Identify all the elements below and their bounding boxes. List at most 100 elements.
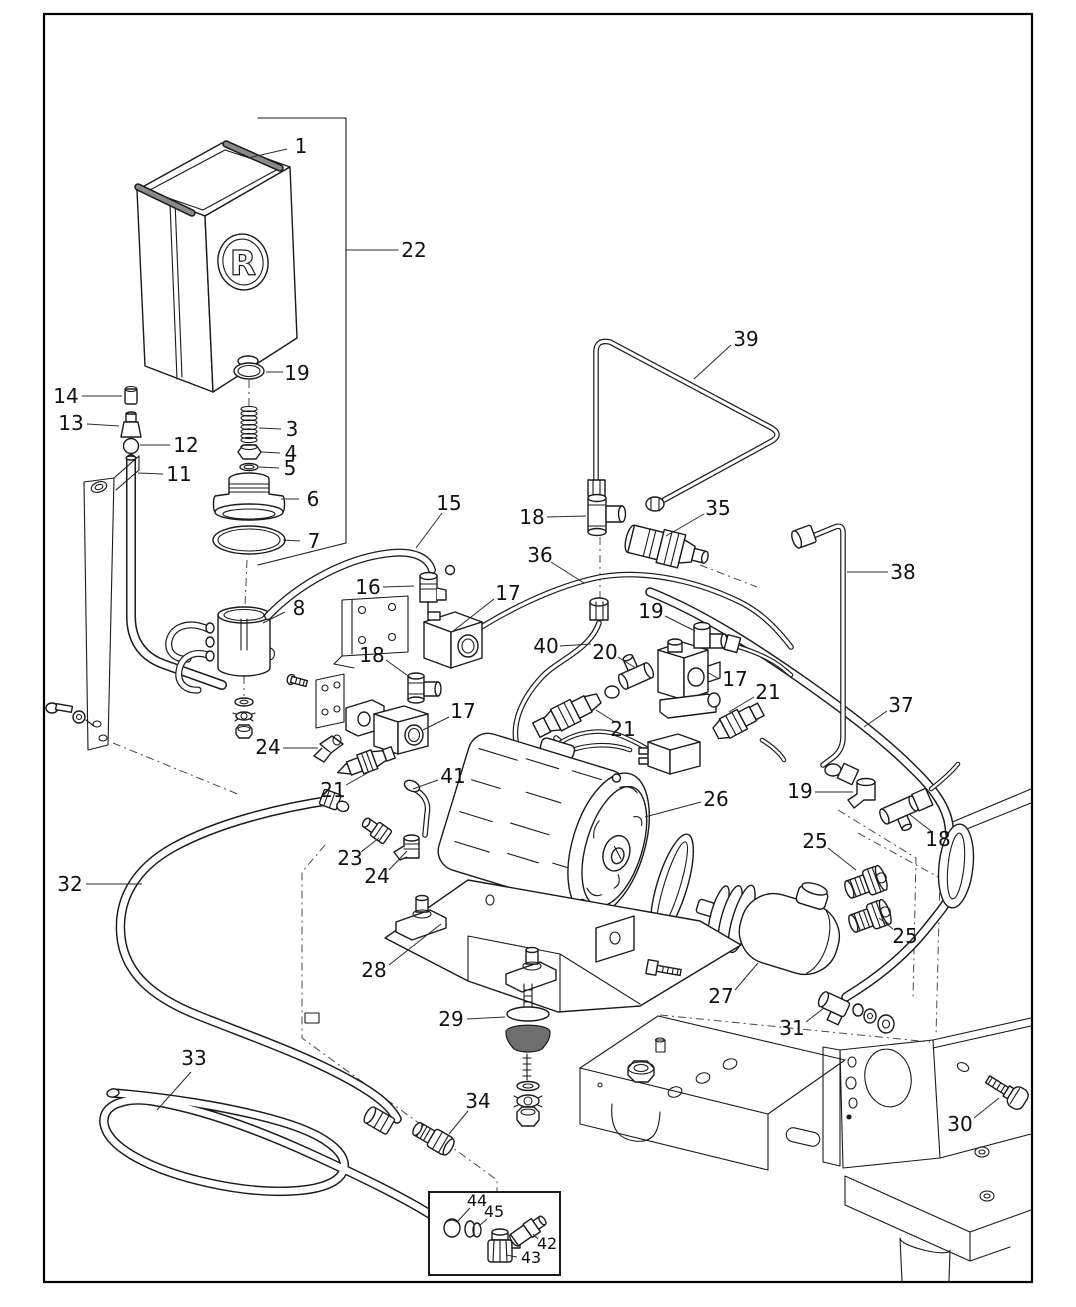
callout-number-15: 15 xyxy=(436,491,461,515)
callout-leader-41 xyxy=(412,779,439,790)
elbow-16 xyxy=(419,571,447,603)
callout-leader-8 xyxy=(262,611,286,624)
callout-number-35: 35 xyxy=(705,496,730,520)
callout-leader-21 xyxy=(595,709,616,723)
callout-leader-27 xyxy=(734,962,759,991)
callout-leader-24 xyxy=(388,850,408,871)
callout-number-32: 32 xyxy=(57,872,82,896)
t-fitting-18a xyxy=(587,493,627,537)
canister-washers xyxy=(232,697,256,739)
tank-handle-rail xyxy=(222,140,284,172)
callout-leader-40 xyxy=(559,643,592,647)
callout-leader-45 xyxy=(478,1218,488,1227)
solenoid-valve-17b xyxy=(657,638,721,719)
callout-leader-20 xyxy=(617,656,635,668)
callout-number-21: 21 xyxy=(610,717,635,741)
fitting-25a xyxy=(844,864,888,899)
elbow-24b xyxy=(393,834,420,861)
solenoid-valve-17c xyxy=(345,699,429,755)
callout-leader-23 xyxy=(360,837,380,853)
valve-bracket-17c xyxy=(315,673,345,729)
expansion-valve-35 xyxy=(624,524,709,569)
callout-leader-34 xyxy=(448,1110,469,1135)
solenoid-valve-17a xyxy=(423,601,483,669)
ring-nut-45 xyxy=(464,1220,482,1238)
callout-leader-5 xyxy=(258,466,280,469)
callout-leader-35 xyxy=(665,513,705,537)
callout-number-45: 45 xyxy=(484,1202,504,1221)
tank-cap-6 xyxy=(212,472,286,521)
callout-leader-13 xyxy=(86,423,120,427)
callout-number-21: 21 xyxy=(755,680,780,704)
callout-number-40: 40 xyxy=(533,634,558,658)
spring-3 xyxy=(240,405,258,444)
callout-leader-11 xyxy=(137,472,164,475)
seal-ring-16 xyxy=(444,564,456,576)
callout-leader-4 xyxy=(260,451,281,454)
callout-number-29: 29 xyxy=(438,1007,463,1031)
callout-leader-28 xyxy=(388,923,442,966)
callout-number-31: 31 xyxy=(779,1016,804,1040)
valve-bracket-17a xyxy=(333,595,409,669)
valve-body-43 xyxy=(487,1228,521,1263)
callout-number-39: 39 xyxy=(733,327,758,351)
pipe-38 xyxy=(813,526,843,765)
callout-number-16: 16 xyxy=(355,575,380,599)
callout-number-17: 17 xyxy=(495,581,520,605)
callout-number-3: 3 xyxy=(286,417,299,441)
cap-14 xyxy=(124,385,138,405)
callout-number-18: 18 xyxy=(925,827,950,851)
callout-number-11: 11 xyxy=(166,462,191,486)
callout-number-43: 43 xyxy=(521,1248,541,1267)
hose-end-nut xyxy=(363,1106,396,1135)
nut-19c xyxy=(836,762,860,786)
callout-number-1: 1 xyxy=(295,134,308,158)
callout-number-18: 18 xyxy=(359,643,384,667)
callout-leader-29 xyxy=(466,1016,506,1020)
callout-number-34: 34 xyxy=(465,1089,490,1113)
cap-44 xyxy=(443,1218,461,1238)
callout-leader-18 xyxy=(546,515,587,518)
page-border xyxy=(42,12,1034,1284)
callout-number-42: 42 xyxy=(537,1234,557,1253)
plate-screw xyxy=(45,702,95,727)
tank-handle-rail xyxy=(134,183,196,217)
callout-number-25: 25 xyxy=(892,924,917,948)
sleeve-fitting xyxy=(707,692,721,708)
callout-number-21: 21 xyxy=(320,778,345,802)
valve-21-pipe xyxy=(762,740,784,760)
o-ring-12 xyxy=(122,437,140,455)
callout-leader-37 xyxy=(863,710,888,728)
bracket-bolt xyxy=(286,673,309,688)
callout-number-30: 30 xyxy=(947,1112,972,1136)
pipe-38-link xyxy=(931,764,958,789)
callout-number-24: 24 xyxy=(255,735,280,759)
callout-leader-16 xyxy=(382,585,415,588)
callout-leader-36 xyxy=(550,561,585,584)
callout-number-37: 37 xyxy=(888,693,913,717)
fitting-23 xyxy=(361,817,393,845)
callout-leader-18 xyxy=(908,813,932,832)
seal-ring-19 xyxy=(233,362,265,380)
callout-number-4: 4 xyxy=(285,441,298,465)
banjo-washers-31 xyxy=(852,1003,895,1034)
check-valve-21b xyxy=(532,693,602,738)
vibration-mount-29 xyxy=(505,946,557,1127)
callout-number-8: 8 xyxy=(293,596,306,620)
check-valve-21c xyxy=(336,746,396,776)
callout-number-38: 38 xyxy=(890,560,915,584)
callout-leader-7 xyxy=(282,539,301,542)
callout-number-36: 36 xyxy=(527,543,552,567)
callout-leader-31 xyxy=(805,1007,825,1023)
callout-number-14: 14 xyxy=(53,384,78,408)
callout-number-22: 22 xyxy=(401,238,426,262)
callout-number-44: 44 xyxy=(467,1191,487,1210)
hose-32-nut xyxy=(318,788,350,813)
callout-number-26: 26 xyxy=(703,787,728,811)
callout-leader-43 xyxy=(505,1254,518,1258)
nut-35-inlet xyxy=(645,496,665,512)
fitting-42 xyxy=(509,1215,547,1247)
callout-leader-15 xyxy=(415,512,443,549)
